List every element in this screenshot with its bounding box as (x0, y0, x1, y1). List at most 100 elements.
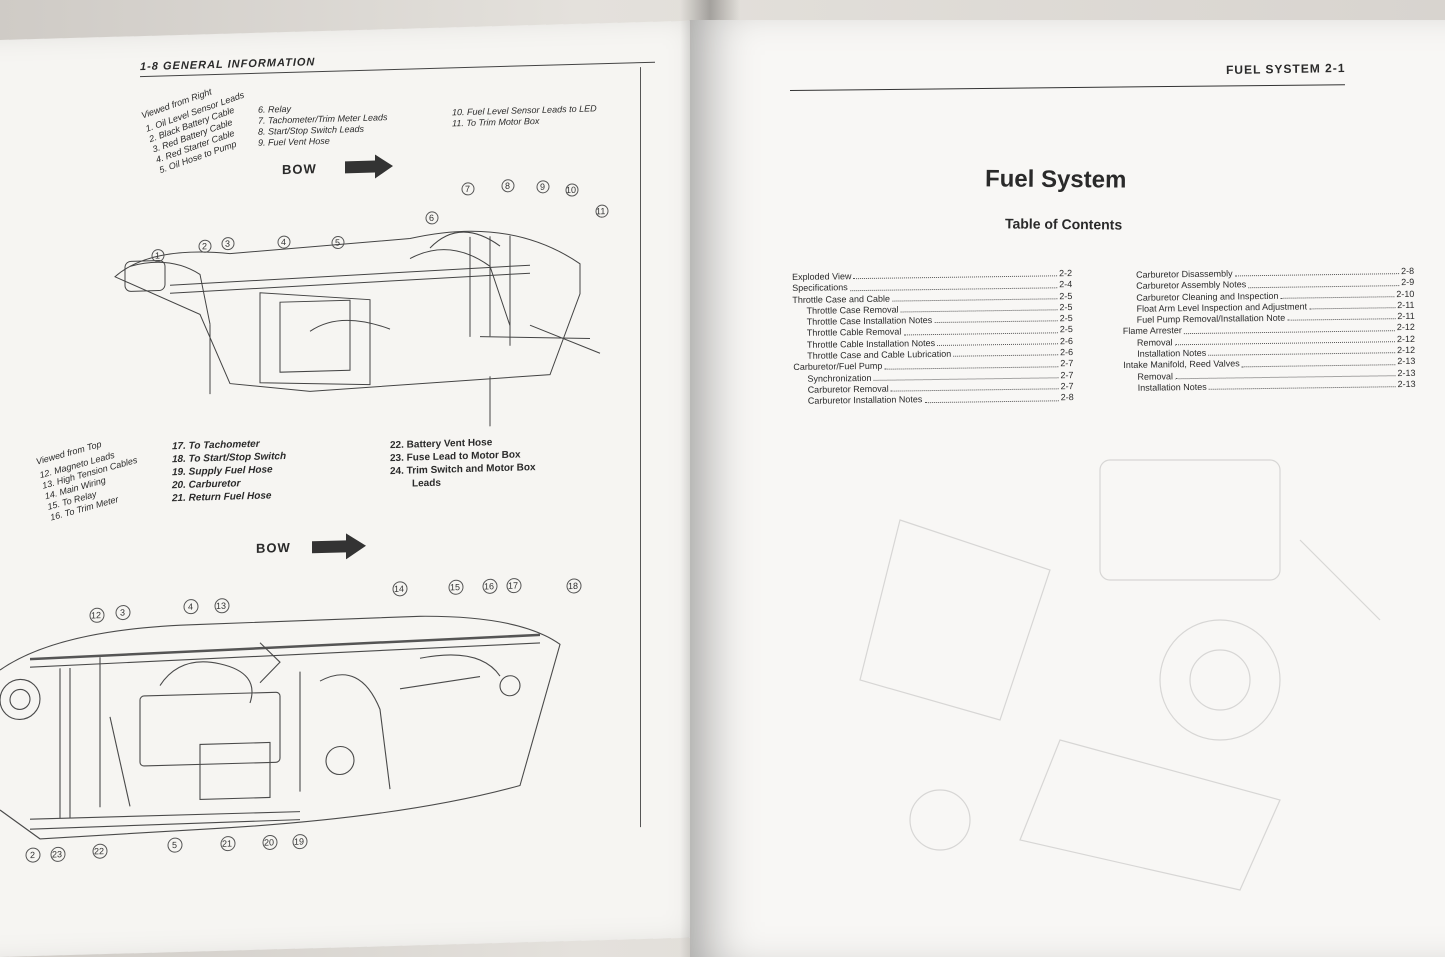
page-title: Fuel System (984, 165, 1127, 194)
toc-entry-page: 2-6 (1059, 335, 1074, 347)
callout: 2 (202, 241, 207, 251)
toc-leader-dots (1287, 311, 1396, 322)
bow-arrow-top-icon (345, 154, 393, 179)
toc-leader-dots (937, 336, 1059, 347)
callout: 16 (484, 581, 494, 591)
toc-entry-page: 2-12 (1397, 344, 1416, 356)
callout: 23 (52, 849, 62, 859)
toc-entry-page: 2-2 (1058, 268, 1073, 279)
toc-entry-page: 2-13 (1397, 378, 1416, 390)
toc-entry-label: Removal (1136, 337, 1173, 348)
callout: 20 (264, 837, 274, 847)
callout: 3 (225, 239, 230, 249)
toc-entry-page: 2-11 (1397, 299, 1415, 311)
toc-entry-page: 2-8 (1060, 392, 1074, 403)
toc-leader-dots (903, 324, 1058, 336)
callout: 10 (566, 185, 576, 195)
callout: 9 (540, 182, 545, 192)
toc-leader-dots (900, 302, 1058, 313)
toc-entry-page: 2-7 (1060, 381, 1074, 392)
toc-entry-page: 2-12 (1396, 333, 1416, 344)
toc-entry-page: 2-13 (1397, 367, 1416, 378)
toc-entry-label: Exploded View (792, 271, 852, 282)
callout: 8 (505, 181, 510, 191)
toc-entry-page: 2-7 (1060, 358, 1074, 369)
toc-leader-dots (891, 290, 1058, 302)
toc-leader-dots (934, 313, 1058, 324)
toc-entry-label: Removal (1137, 370, 1174, 382)
toc-leader-dots (1174, 367, 1396, 380)
toc-entry-page: 2-8 (1400, 265, 1415, 277)
right-page-header: FUEL SYSTEM 2-1 (1225, 60, 1346, 78)
toc-entry-label: Specifications (792, 282, 848, 294)
callout: 13 (216, 601, 226, 611)
callout: 2 (30, 850, 35, 860)
left-page-header: 1-8 GENERAL INFORMATION (140, 56, 316, 74)
toc-entry-label: Installation Notes (1137, 381, 1207, 393)
toc-leader-dots (1208, 379, 1396, 391)
relay-list: 6. Relay 7. Tachometer/Trim Meter Leads … (258, 101, 388, 149)
left-page: 1-8 GENERAL INFORMATION Viewed from Righ… (0, 19, 720, 957)
toc-entry-page: 2-12 (1396, 322, 1415, 333)
toc-leader-dots (1241, 356, 1396, 368)
toc-leader-dots (1183, 322, 1395, 334)
callout: 1 (155, 251, 160, 261)
toc-leader-dots (890, 381, 1059, 392)
view-right-list: Viewed from Right 1. Oil Level Sensor Le… (140, 77, 259, 177)
toc-leader-dots (1174, 333, 1396, 346)
callout: 21 (222, 839, 232, 849)
callout: 22 (94, 846, 104, 856)
toc-entry-page: 2-13 (1397, 356, 1416, 367)
list-item: Leads (412, 477, 441, 490)
toc-leader-dots (953, 347, 1059, 358)
toc-leader-dots (1309, 300, 1396, 310)
callout: 3 (120, 608, 125, 618)
toc-entry-page: 2-4 (1059, 279, 1073, 290)
callout: 11 (596, 206, 605, 216)
toc-entry-page: 2-7 (1060, 369, 1074, 380)
callout: 7 (465, 184, 470, 194)
toc-leader-dots (1280, 288, 1395, 299)
bow-label-top: BOW (282, 161, 317, 178)
toc-leader-dots (924, 392, 1059, 403)
toc-leader-dots (1248, 277, 1400, 288)
wiring-diagram-top-view: 12 3 4 13 14 15 16 17 18 2 23 22 5 21 20… (0, 578, 582, 863)
toc-leader-dots (849, 279, 1058, 291)
callout: 4 (281, 237, 286, 247)
callout: 14 (394, 584, 404, 594)
toc-entry-page: 2-10 (1396, 288, 1415, 299)
callout: 4 (188, 602, 193, 612)
toc-entry-page: 2-5 (1059, 290, 1073, 301)
toc-entry-page: 2-11 (1397, 311, 1415, 322)
callout: 6 (429, 213, 434, 223)
toc-entry-label: Flame Arrester (1122, 325, 1182, 337)
callout: 19 (294, 837, 304, 847)
toc-leader-dots (853, 268, 1058, 280)
led-list: 10. Fuel Level Sensor Leads to LED 11. T… (452, 103, 597, 129)
list-item: 9. Fuel Vent Hose (258, 135, 330, 148)
toc-heading: Table of Contents (1004, 215, 1123, 233)
toc-entry-page: 2-9 (1401, 277, 1415, 288)
view-top-list: Viewed from Top 12. Magneto Leads 13. Hi… (35, 431, 147, 524)
callout: 18 (568, 581, 578, 591)
toc-leader-dots (1234, 266, 1400, 277)
callout: 17 (508, 581, 518, 591)
toc-entry-label: Carburetor Installation Notes (807, 394, 923, 407)
wiring-diagram-right-view: 1 2 3 4 5 6 7 8 9 10 11 (114, 179, 609, 427)
callout: 15 (450, 582, 460, 592)
show-through-diagram (859, 459, 1381, 891)
toc-leader-dots (873, 369, 1059, 381)
right-page (690, 20, 1445, 957)
left-margin-rule (640, 67, 641, 828)
toc-entry-page: 2-6 (1060, 347, 1074, 358)
toc-leader-dots (1208, 345, 1396, 357)
callout: 12 (91, 610, 101, 620)
toc-entry-page: 2-5 (1059, 301, 1073, 313)
callout: 5 (335, 238, 340, 248)
toc-leader-dots (884, 358, 1059, 370)
mid-list: 17. To Tachometer 18. To Start/Stop Swit… (172, 437, 286, 505)
toc-entry-page: 2-5 (1059, 313, 1073, 324)
